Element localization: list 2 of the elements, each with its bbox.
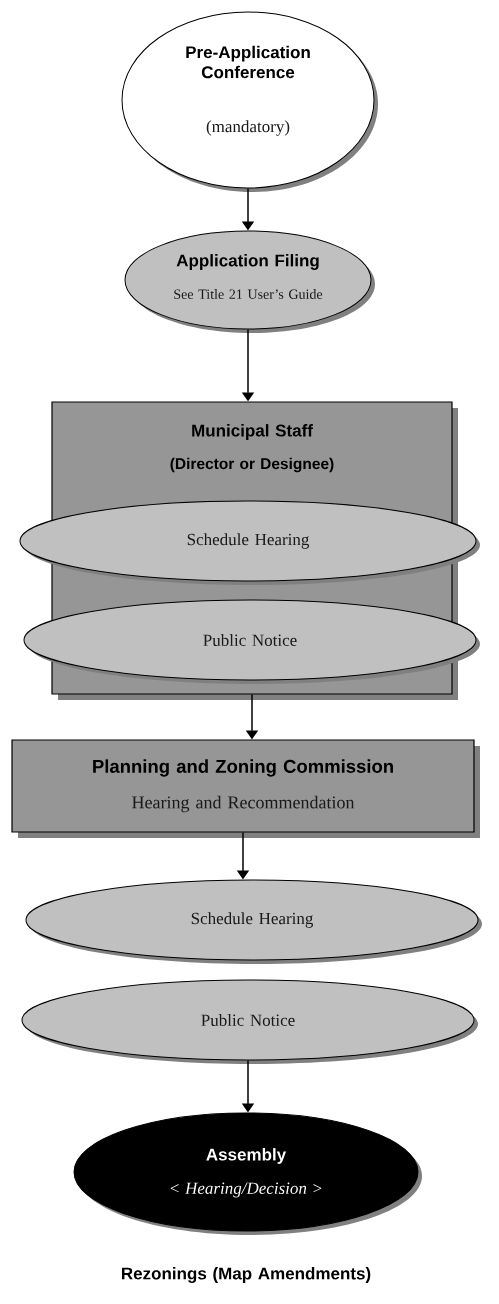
- caption: Rezonings (Map Amendments): [122, 1267, 371, 1283]
- stage-box: Planning and Zoning Commission Hearing and Recommendation: [11, 739, 480, 838]
